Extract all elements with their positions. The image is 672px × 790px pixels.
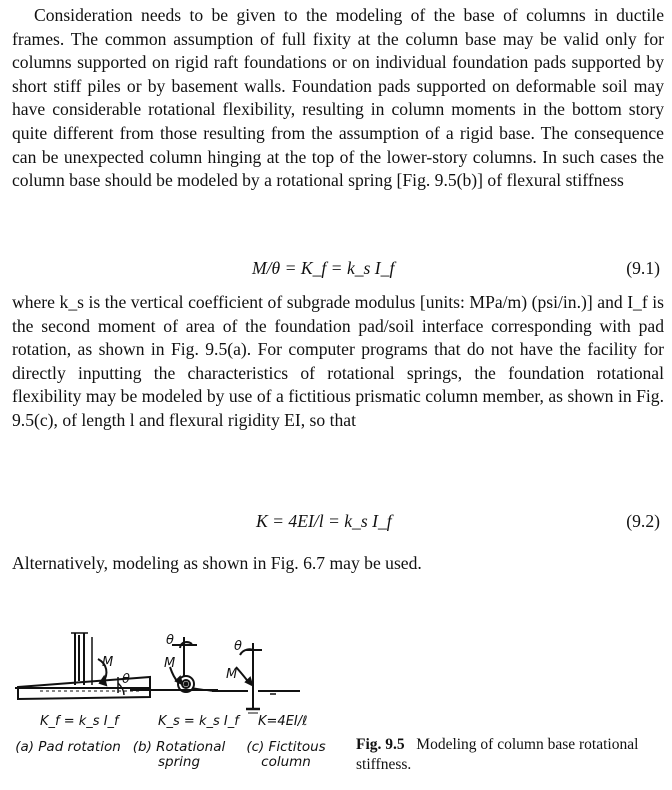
equation-9-2-expression: K = 4EI/l = k_s I_f bbox=[256, 511, 392, 531]
figure-drawing bbox=[15, 632, 300, 714]
fictitious-column-sketch bbox=[212, 643, 300, 714]
subcaption-c: (c) Fictitous column bbox=[236, 740, 336, 770]
formula-a: K_f = k_s I_f bbox=[40, 714, 119, 729]
paragraph-1-text: Consideration needs to be given to the m… bbox=[12, 5, 664, 191]
theta-label-a: θ bbox=[122, 672, 130, 687]
subcaption-b-line2: spring bbox=[157, 754, 201, 770]
theta-label-c: θ bbox=[234, 639, 242, 654]
equation-9-2: K = 4EI/l = k_s I_f (9.2) bbox=[12, 511, 664, 535]
paragraph-column-base-modeling: Consideration needs to be given to the m… bbox=[12, 4, 664, 193]
theta-label-b: θ bbox=[166, 633, 174, 648]
subcaption-c-line2: column bbox=[261, 754, 311, 770]
equation-9-2-number: (9.2) bbox=[626, 511, 660, 531]
equation-9-1-number: (9.1) bbox=[626, 258, 660, 278]
figure-9-5: M θ θ M θ M K_f = k_s I_f K_s = k_s I_f … bbox=[0, 615, 672, 790]
subcaption-c-line1: (c) Fictitous bbox=[246, 739, 326, 755]
figure-caption: Fig. 9.5 Modeling of column base rotatio… bbox=[356, 735, 668, 775]
subcaption-b: (b) Rotational spring bbox=[125, 740, 233, 770]
equation-9-1: M/θ = K_f = k_s I_f (9.1) bbox=[12, 258, 664, 282]
paragraph-alternative: Alternatively, modeling as shown in Fig.… bbox=[12, 553, 422, 573]
paragraph-2-text: where k_s is the vertical coefficient of… bbox=[12, 292, 664, 430]
figure-caption-text: Modeling of column base rotational stiff… bbox=[356, 736, 639, 773]
subcaption-a-line1: (a) Pad rotation bbox=[15, 739, 121, 755]
equation-9-1-expression: M/θ = K_f = k_s I_f bbox=[252, 258, 395, 278]
moment-label-b: M bbox=[164, 656, 176, 671]
subcaption-a: (a) Pad rotation bbox=[12, 740, 124, 755]
formula-c: K=4EI/ℓ bbox=[258, 714, 308, 729]
paragraph-subgrade-modulus: where k_s is the vertical coefficient of… bbox=[12, 291, 664, 433]
subcaption-b-line1: (b) Rotational bbox=[132, 739, 226, 755]
figure-caption-number: Fig. 9.5 bbox=[356, 736, 405, 753]
pad-rotation-sketch bbox=[15, 632, 151, 701]
moment-label-c: M bbox=[226, 667, 238, 682]
formula-b: K_s = k_s I_f bbox=[158, 714, 239, 729]
rotational-spring-sketch bbox=[130, 637, 218, 693]
moment-label-a: M bbox=[102, 655, 114, 670]
